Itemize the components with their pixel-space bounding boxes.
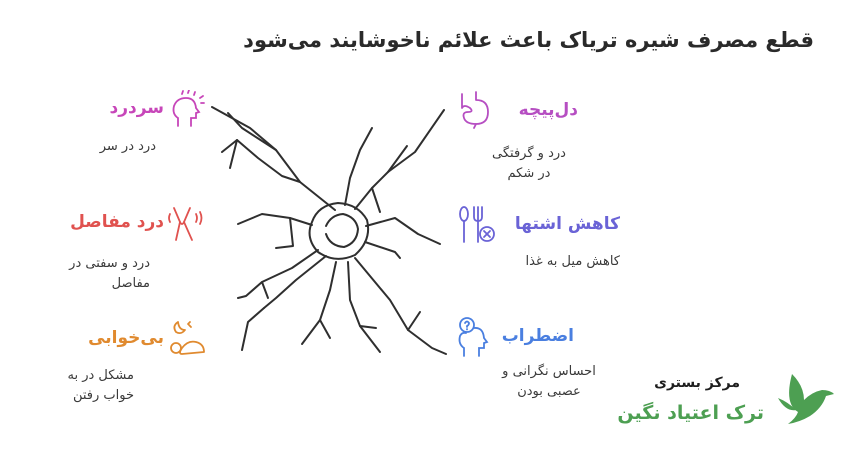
insomnia-title: بی‌خوابی <box>88 328 164 348</box>
fork-cancel-icon <box>459 206 495 243</box>
joint-pain-desc-1: درد و سفتی در <box>69 256 150 271</box>
page-title: قطع مصرف شیره تریاک باعث علائم ناخوشایند… <box>243 28 814 52</box>
appetite-title: کاهش اشتها <box>514 214 620 234</box>
appetite-desc: کاهش میل به غذا <box>525 254 620 269</box>
joint-icon <box>168 207 203 241</box>
joint-pain-title: درد مفاصل <box>70 212 164 232</box>
insomnia-desc-2: خواب رفتن <box>72 388 134 403</box>
colic-desc-2: در شکم <box>507 166 551 181</box>
anxiety-desc-2: عصبی بودن <box>517 384 581 399</box>
logo-line1: مرکز بستری <box>654 375 740 391</box>
headache-desc: درد در سر <box>99 139 156 154</box>
sleep-icon <box>170 321 205 355</box>
colic-title: دل‌پیچه <box>518 100 578 120</box>
headache-title: سردرد <box>109 98 164 118</box>
bird-logo-icon <box>778 374 834 424</box>
colic-desc-1: درد و گرفتگی <box>492 146 566 161</box>
anxiety-title: اضطراب <box>501 326 574 346</box>
anxiety-desc-1: احساس نگرانی و <box>502 364 596 379</box>
head-pain-icon <box>172 90 205 127</box>
stomach-icon <box>461 91 489 129</box>
insomnia-desc-1: مشکل در به <box>67 368 134 383</box>
anxious-head-icon <box>458 317 489 357</box>
joint-pain-desc-2: مفاصل <box>111 276 150 291</box>
logo-line2: ترک اعتیاد نگین <box>617 402 764 424</box>
